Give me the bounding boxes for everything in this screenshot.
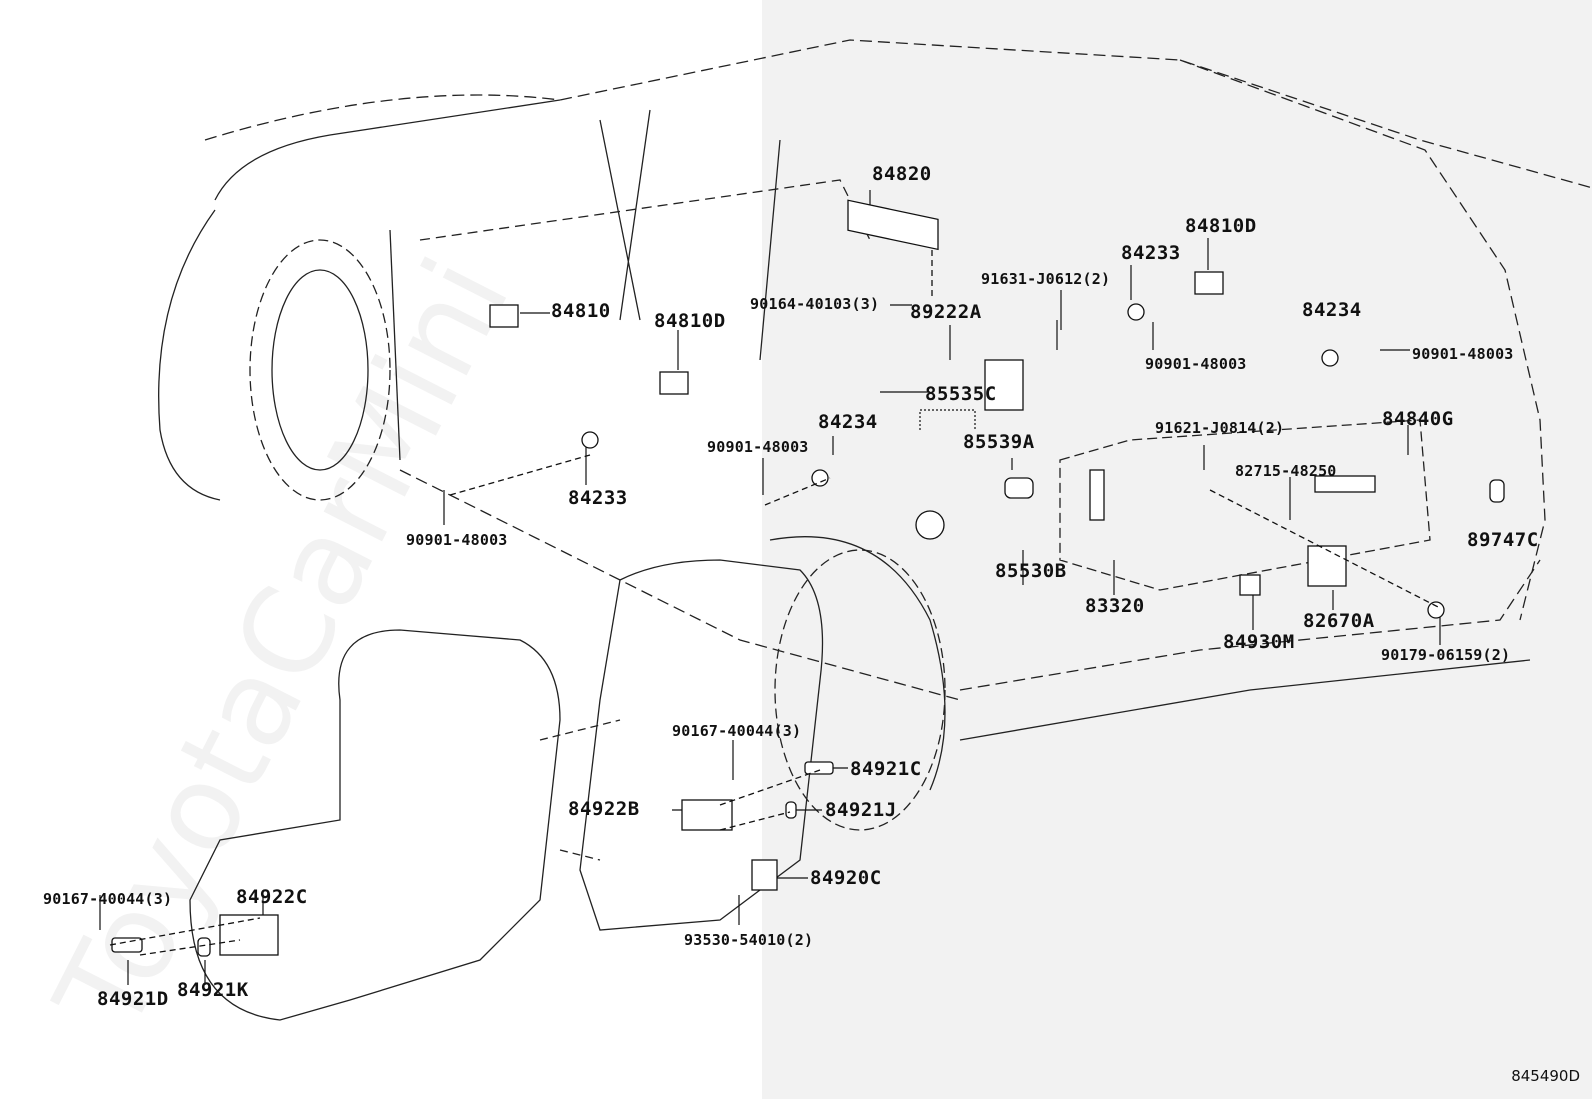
part-label-85535C[interactable]: 85535C	[925, 383, 997, 405]
door-line	[389, 229, 401, 461]
part-label-85530B[interactable]: 85530B	[995, 560, 1067, 582]
right-shaded-panel	[762, 0, 1592, 1099]
part-label-84810D-rear[interactable]: 84810D	[1185, 215, 1257, 237]
part-label-84921D[interactable]: 84921D	[97, 988, 169, 1010]
front-body	[214, 99, 561, 201]
part-84234-mid	[811, 469, 829, 487]
rear-wheel	[774, 549, 946, 831]
part-89222A	[984, 359, 1024, 411]
part-84840G	[1314, 475, 1376, 493]
part-84810D-front	[659, 371, 689, 395]
part-label-84234-mid[interactable]: 84234	[818, 411, 878, 433]
part-label-84920C[interactable]: 84920C	[810, 867, 882, 889]
part-label-90901-48003-rear-b[interactable]: 90901-48003	[1412, 345, 1514, 363]
part-label-90901-48003-rear-a[interactable]: 90901-48003	[1145, 355, 1247, 373]
part-84921K	[197, 937, 211, 957]
part-label-84921C[interactable]: 84921C	[850, 758, 922, 780]
parts	[111, 199, 1505, 957]
rear-bumper	[959, 559, 1541, 691]
part-label-84233-rear[interactable]: 84233	[1121, 242, 1181, 264]
part-label-90179-06159[interactable]: 90179-06159(2)	[1381, 646, 1511, 664]
front-fender	[158, 209, 221, 501]
dash-pillar	[599, 109, 781, 361]
part-label-90901-48003-front[interactable]: 90901-48003	[406, 531, 508, 549]
roof-outline	[204, 39, 1592, 189]
part-label-93530-54010[interactable]: 93530-54010(2)	[684, 931, 814, 949]
part-label-84921J[interactable]: 84921J	[825, 799, 897, 821]
part-83320	[1089, 469, 1105, 521]
part-84920C	[751, 859, 778, 891]
figure-code: 845490D	[1511, 1067, 1580, 1085]
part-label-84921K[interactable]: 84921K	[177, 979, 249, 1001]
part-82670A	[1307, 545, 1347, 587]
rear-seat-right	[579, 559, 824, 931]
part-label-84810[interactable]: 84810	[551, 300, 611, 322]
part-label-84233-front[interactable]: 84233	[568, 487, 628, 509]
part-label-91631-J0612[interactable]: 91631-J0612(2)	[981, 270, 1111, 288]
part-84810D-rear	[1194, 271, 1224, 295]
sill-line	[399, 469, 961, 701]
rear-seat-left	[189, 629, 561, 1021]
part-label-84840G[interactable]: 84840G	[1382, 408, 1454, 430]
part-label-83320[interactable]: 83320	[1085, 595, 1145, 617]
part-85530B	[1004, 477, 1034, 499]
part-label-89747C[interactable]: 89747C	[1467, 529, 1539, 551]
part-84810	[489, 304, 519, 328]
license-area	[1059, 419, 1431, 591]
part-84922B	[681, 799, 733, 831]
part-label-84820[interactable]: 84820	[872, 163, 932, 185]
part-label-91621-J0814[interactable]: 91621-J0814(2)	[1155, 419, 1285, 437]
part-label-84234-rear[interactable]: 84234	[1302, 299, 1362, 321]
part-label-82670A[interactable]: 82670A	[1303, 610, 1375, 632]
part-84233-front	[581, 431, 599, 449]
part-label-82715-48250[interactable]: 82715-48250	[1235, 462, 1337, 480]
part-label-90164-40103[interactable]: 90164-40103(3)	[750, 295, 880, 313]
part-89747C	[1489, 479, 1505, 503]
part-label-85539A[interactable]: 85539A	[963, 431, 1035, 453]
part-84921D	[111, 937, 143, 953]
part-label-90901-48003-mid[interactable]: 90901-48003	[707, 438, 809, 456]
part-84922C	[219, 914, 279, 956]
part-label-90167-40044-right[interactable]: 90167-40044(3)	[672, 722, 802, 740]
part-84234-rear	[1321, 349, 1339, 367]
part-label-84810D-front[interactable]: 84810D	[654, 310, 726, 332]
rear-hatch-outline	[1179, 59, 1546, 621]
part-84921J	[785, 801, 797, 819]
part-label-84930M[interactable]: 84930M	[1223, 631, 1295, 653]
part-84921C	[804, 761, 834, 775]
part-label-84922C[interactable]: 84922C	[236, 886, 308, 908]
part-84233-rear	[1127, 303, 1145, 321]
part-90179	[1427, 601, 1445, 619]
part-84930M	[1239, 574, 1261, 596]
part-socket	[915, 510, 945, 540]
part-label-90167-40044-left[interactable]: 90167-40044(3)	[43, 890, 173, 908]
part-label-84922B[interactable]: 84922B	[568, 798, 640, 820]
part-84820	[847, 199, 939, 251]
front-wheel	[249, 239, 391, 501]
part-label-89222A[interactable]: 89222A	[910, 301, 982, 323]
rear-wheel-arch	[769, 536, 946, 791]
